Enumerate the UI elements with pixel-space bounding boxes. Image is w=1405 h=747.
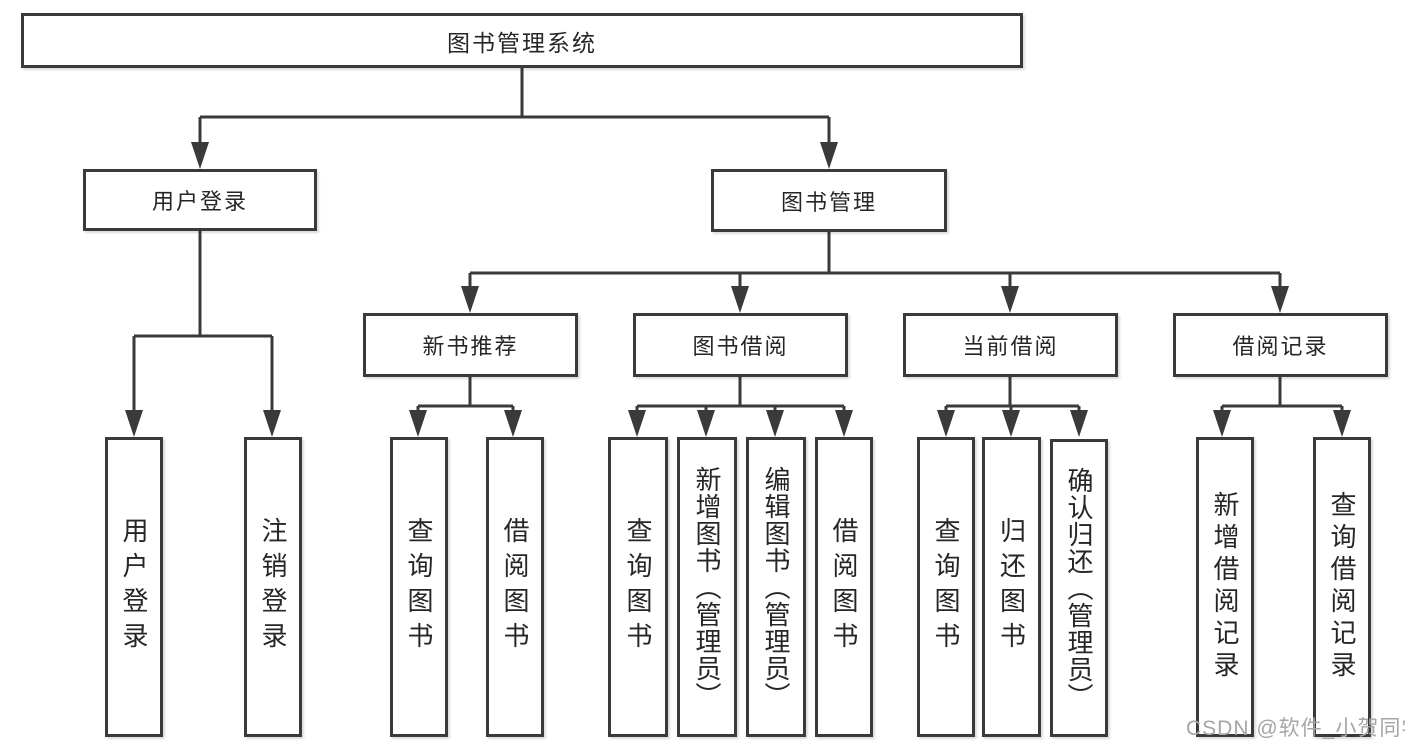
csdn-watermark: CSDN @软件_小贺同学: [1186, 717, 1405, 740]
node-current-borrowing-label: 当前借阅: [962, 334, 1059, 359]
leaf-newbook-query-books: 查询图书: [390, 437, 448, 737]
leaf-borrow-borrow-books-label: 借阅图书: [829, 517, 859, 657]
node-book-borrowing-label: 图书借阅: [692, 334, 789, 359]
leaf-current-confirm-return-admin: 确认归还（管理员）: [1050, 439, 1108, 737]
node-new-book-recommend: 新书推荐: [363, 313, 578, 377]
node-book-management: 图书管理: [711, 169, 947, 232]
leaf-record-add-borrow-record: 新增借阅记录: [1196, 437, 1254, 737]
node-current-borrowing: 当前借阅: [903, 313, 1118, 377]
node-user-login-label: 用户登录: [151, 189, 248, 214]
leaf-borrow-add-books-admin-label: 新增图书（管理员）: [692, 465, 722, 709]
leaf-current-return-books-label: 归还图书: [996, 517, 1027, 657]
leaf-logout-label: 注销登录: [258, 517, 288, 657]
leaf-current-confirm-return-admin-label: 确认归还（管理员）: [1064, 466, 1094, 710]
leaf-user-login-label: 用户登录: [119, 517, 149, 657]
leaf-newbook-borrow-books-label: 借阅图书: [500, 517, 530, 657]
leaf-borrow-query-books: 查询图书: [608, 437, 668, 737]
leaf-current-query-books-label: 查询图书: [931, 517, 961, 657]
leaf-logout: 注销登录: [244, 437, 302, 737]
leaf-newbook-query-books-label: 查询图书: [404, 517, 434, 657]
node-root-library-system: 图书管理系统: [21, 13, 1023, 68]
node-user-login: 用户登录: [83, 169, 317, 231]
node-book-management-label: 图书管理: [780, 189, 877, 215]
leaf-borrow-query-books-label: 查询图书: [623, 517, 653, 657]
leaf-user-login: 用户登录: [105, 437, 163, 737]
leaf-borrow-borrow-books: 借阅图书: [815, 437, 873, 737]
node-root-label: 图书管理系统: [447, 29, 597, 56]
leaf-record-query-borrow-record: 查询借阅记录: [1313, 437, 1371, 737]
leaf-current-query-books: 查询图书: [917, 437, 975, 737]
leaf-borrow-add-books-admin: 新增图书（管理员）: [677, 437, 737, 737]
leaf-borrow-edit-books-admin-label: 编辑图书（管理员）: [761, 465, 791, 709]
node-borrowing-records: 借阅记录: [1173, 313, 1388, 377]
node-book-borrowing: 图书借阅: [633, 313, 848, 377]
leaf-record-query-borrow-record-label: 查询借阅记录: [1327, 491, 1357, 683]
leaf-record-add-borrow-record-label: 新增借阅记录: [1210, 491, 1240, 683]
node-new-book-recommend-label: 新书推荐: [422, 334, 519, 359]
leaf-borrow-edit-books-admin: 编辑图书（管理员）: [746, 437, 806, 737]
node-borrowing-records-label: 借阅记录: [1232, 334, 1329, 359]
leaf-current-return-books: 归还图书: [982, 437, 1041, 737]
leaf-newbook-borrow-books: 借阅图书: [486, 437, 544, 737]
